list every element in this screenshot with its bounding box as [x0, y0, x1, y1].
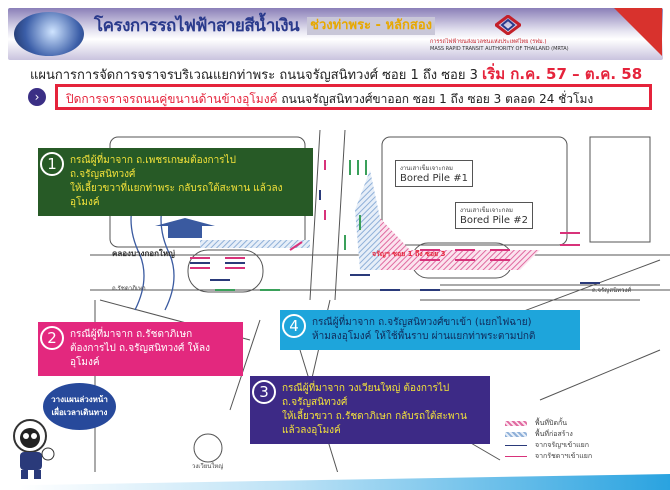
closed-area [380, 218, 540, 270]
pile2-english: Bored Pile #2 [460, 215, 528, 226]
closure-notice: ปิดการจราจรถนนคู่ขนานด้านข้างอุโมงค์ ถนน… [55, 84, 652, 110]
legend-label: พื้นที่ก่อสร้าง [535, 430, 573, 438]
case-1-box: กรณีผู้ที่มาจาก ถ.เพชรเกษมต้องการไป ถ.จร… [38, 148, 313, 216]
case-4-box: กรณีผู้ที่มาจาก ถ.จรัญสนิทวงศ์ขาเข้า (แย… [280, 310, 580, 350]
wongwian-label: วงเวียนใหญ่ [192, 462, 223, 470]
title-row: โครงการรถไฟฟ้าสายสีน้ำเงิน ช่วงท่าพระ - … [94, 16, 435, 36]
bubble-line2: เผื่อเวลาเดินทาง [51, 408, 108, 417]
case-3-line2: ให้เลี้ยวขวา ถ.รัชดาภิเษก กลับรถใต้สะพาน… [282, 411, 467, 436]
case-3-number: 3 [252, 380, 276, 404]
chevron-right-icon: › [28, 88, 46, 106]
legend-swatch-construction [505, 432, 527, 437]
legend-swatch-closed [505, 421, 527, 426]
canal-label: คลองบางกอกใหญ่ [112, 248, 175, 259]
case-1-line1: กรณีผู้ที่มาจาก ถ.เพชรเกษมต้องการไป ถ.จร… [70, 155, 236, 180]
mascot-icon [13, 419, 55, 479]
org-name-english: MASS RAPID TRANSIT AUTHORITY OF THAILAND… [430, 46, 569, 52]
page-curl-decoration [614, 8, 662, 56]
notice-highlight: ปิดการจราจรถนนคู่ขนานด้านข้างอุโมงค์ [66, 92, 278, 106]
arrow-left-icon [505, 445, 527, 446]
block-outline [381, 136, 568, 246]
pile2-thai: งานเสาเข็มเจาะกลม [460, 207, 514, 214]
legend-label: จากรัชดาฯเข้าแยก [535, 452, 593, 460]
footer-swoosh [20, 474, 670, 490]
ratchada-label: ถ.รัชดาภิเษก [112, 285, 146, 292]
case-1-number: 1 [40, 152, 64, 176]
closed-zone-label: จรัญฯ ซอย 1 ถึง ซอย 3 [372, 249, 446, 258]
case-4-line1: กรณีผู้ที่มาจาก ถ.จรัญสนิทวงศ์ขาเข้า (แย… [312, 317, 532, 328]
headline-period: เริ่ม ก.ค. 57 – ต.ค. 58 [482, 65, 643, 83]
case-2-line1: กรณีผู้ที่มาจาก ถ.รัชดาภิเษก [70, 329, 193, 340]
headline: แผนการการจัดการจราจรบริเวณแยกท่าพระ ถนนจ… [30, 62, 642, 86]
notice-text: ถนนจรัญสนิทวงศ์ขาออก ซอย 1 ถึง ซอย 3 ตลอ… [277, 92, 594, 106]
project-subtitle: ช่วงท่าพระ - หลักสอง [307, 17, 435, 35]
case-4-number: 4 [282, 314, 306, 338]
legend-item: พื้นที่ปิดกั้น [505, 418, 592, 429]
mrta-logo-icon [495, 15, 521, 35]
case-3-box: กรณีผู้ที่มาจาก วงเวียนใหญ่ ต้องการไป ถ.… [250, 376, 490, 444]
bubble-line1: วางแผนล่วงหน้า [51, 395, 108, 404]
legend-item: จากจรัญฯเข้าแยก [505, 440, 592, 451]
legend-item: จากรัชดาฯเข้าแยก [505, 451, 592, 462]
construction-area [355, 170, 380, 270]
traffic-map: จรัญฯ ซอย 1 ถึง ซอย 3 คลองบางกอกใหญ่ ถ.ร… [90, 129, 670, 472]
mascot-speech-bubble: วางแผนล่วงหน้าเผื่อเวลาเดินทาง [43, 383, 116, 430]
pile1-english: Bored Pile #1 [400, 173, 468, 184]
project-title: โครงการรถไฟฟ้าสายสีน้ำเงิน [94, 16, 300, 36]
case-3-line1: กรณีผู้ที่มาจาก วงเวียนใหญ่ ต้องการไป ถ.… [282, 383, 450, 408]
train-globe-image [14, 12, 84, 56]
case-2-line2: ต้องการไป ถ.จรัญสนิทวงศ์ ให้ลงอุโมงค์ [70, 343, 211, 368]
pile1-thai: งานเสาเข็มเจาะกลม [400, 165, 454, 172]
case-1-line2: ให้เลี้ยวขวาที่แยกท่าพระ กลับรถใต้สะพาน … [70, 183, 283, 208]
case-2-box: กรณีผู้ที่มาจาก ถ.รัชดาภิเษกต้องการไป ถ.… [38, 322, 243, 376]
legend-item: พื้นที่ก่อสร้าง [505, 429, 592, 440]
charan-label: ถ.จรัญสนิทวงศ์ [592, 286, 631, 294]
case-4-line2: ห้ามลงอุโมงค์ ให้ใช้พื้นราบ ผ่านแยกท่าพร… [312, 331, 536, 342]
headline-text: แผนการการจัดการจราจรบริเวณแยกท่าพระ ถนนจ… [30, 68, 483, 83]
map-legend: พื้นที่ปิดกั้น พื้นที่ก่อสร้าง จากจรัญฯเ… [505, 418, 592, 462]
legend-label: พื้นที่ปิดกั้น [535, 419, 568, 427]
arrow-left-icon [505, 456, 527, 457]
org-name-thai: การรถไฟฟ้าขนส่งมวลชนแห่งประเทศไทย (รฟม.) [430, 39, 547, 45]
case-2-number: 2 [40, 326, 64, 350]
legend-label: จากจรัญฯเข้าแยก [535, 441, 589, 449]
